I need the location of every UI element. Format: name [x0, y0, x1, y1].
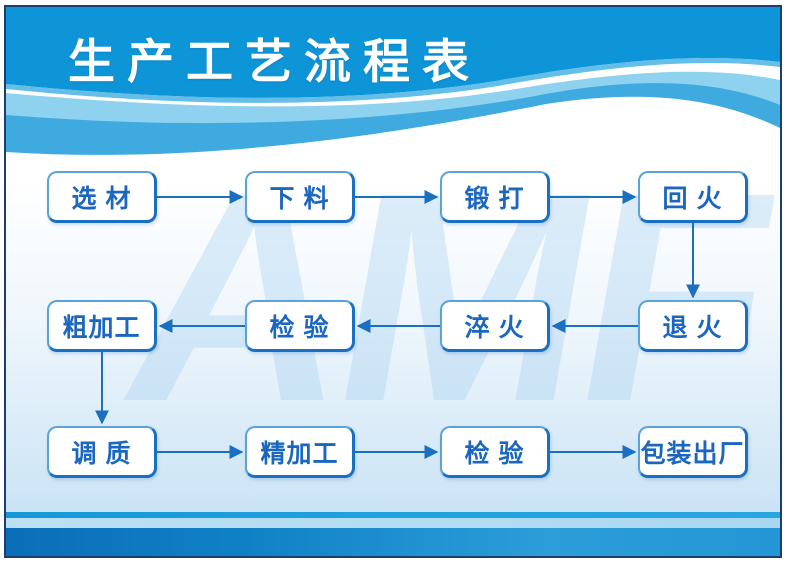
flow-node-select-material: 选 材: [47, 171, 157, 223]
flow-node-annealing: 退 火: [638, 300, 748, 352]
footer-main-band: [6, 528, 780, 556]
flow-node-forging: 锻 打: [440, 171, 550, 223]
footer-thin-stripe: [6, 512, 780, 518]
flow-node-thermal-refining: 调 质: [47, 426, 157, 478]
page-title: 生产工艺流程表: [68, 35, 481, 88]
flow-node-inspection-2: 检 验: [440, 426, 550, 478]
flow-node-quenching: 淬 火: [440, 300, 550, 352]
flow-node-tempering: 回 火: [638, 171, 748, 223]
header-wave-graphic: [6, 7, 780, 155]
wave-highlight-stripe: [6, 57, 780, 103]
flow-node-rough-machining: 粗加工: [47, 300, 157, 352]
flow-node-finish-machining: 精加工: [245, 426, 355, 478]
flow-node-packing-shipping: 包装出厂: [638, 426, 748, 478]
flow-node-blanking: 下 料: [245, 171, 355, 223]
flow-arrows: [95, 190, 700, 459]
flow-node-inspection-1: 检 验: [245, 300, 355, 352]
poster-frame: AMF 生产工艺流程表 选 材 下 料 锻 打 回 火 粗加工 检 验 淬 火 …: [4, 5, 782, 558]
footer-wave-graphic: [6, 512, 780, 556]
wave-main-blue: [6, 7, 780, 98]
footer-light-band: [6, 518, 780, 528]
